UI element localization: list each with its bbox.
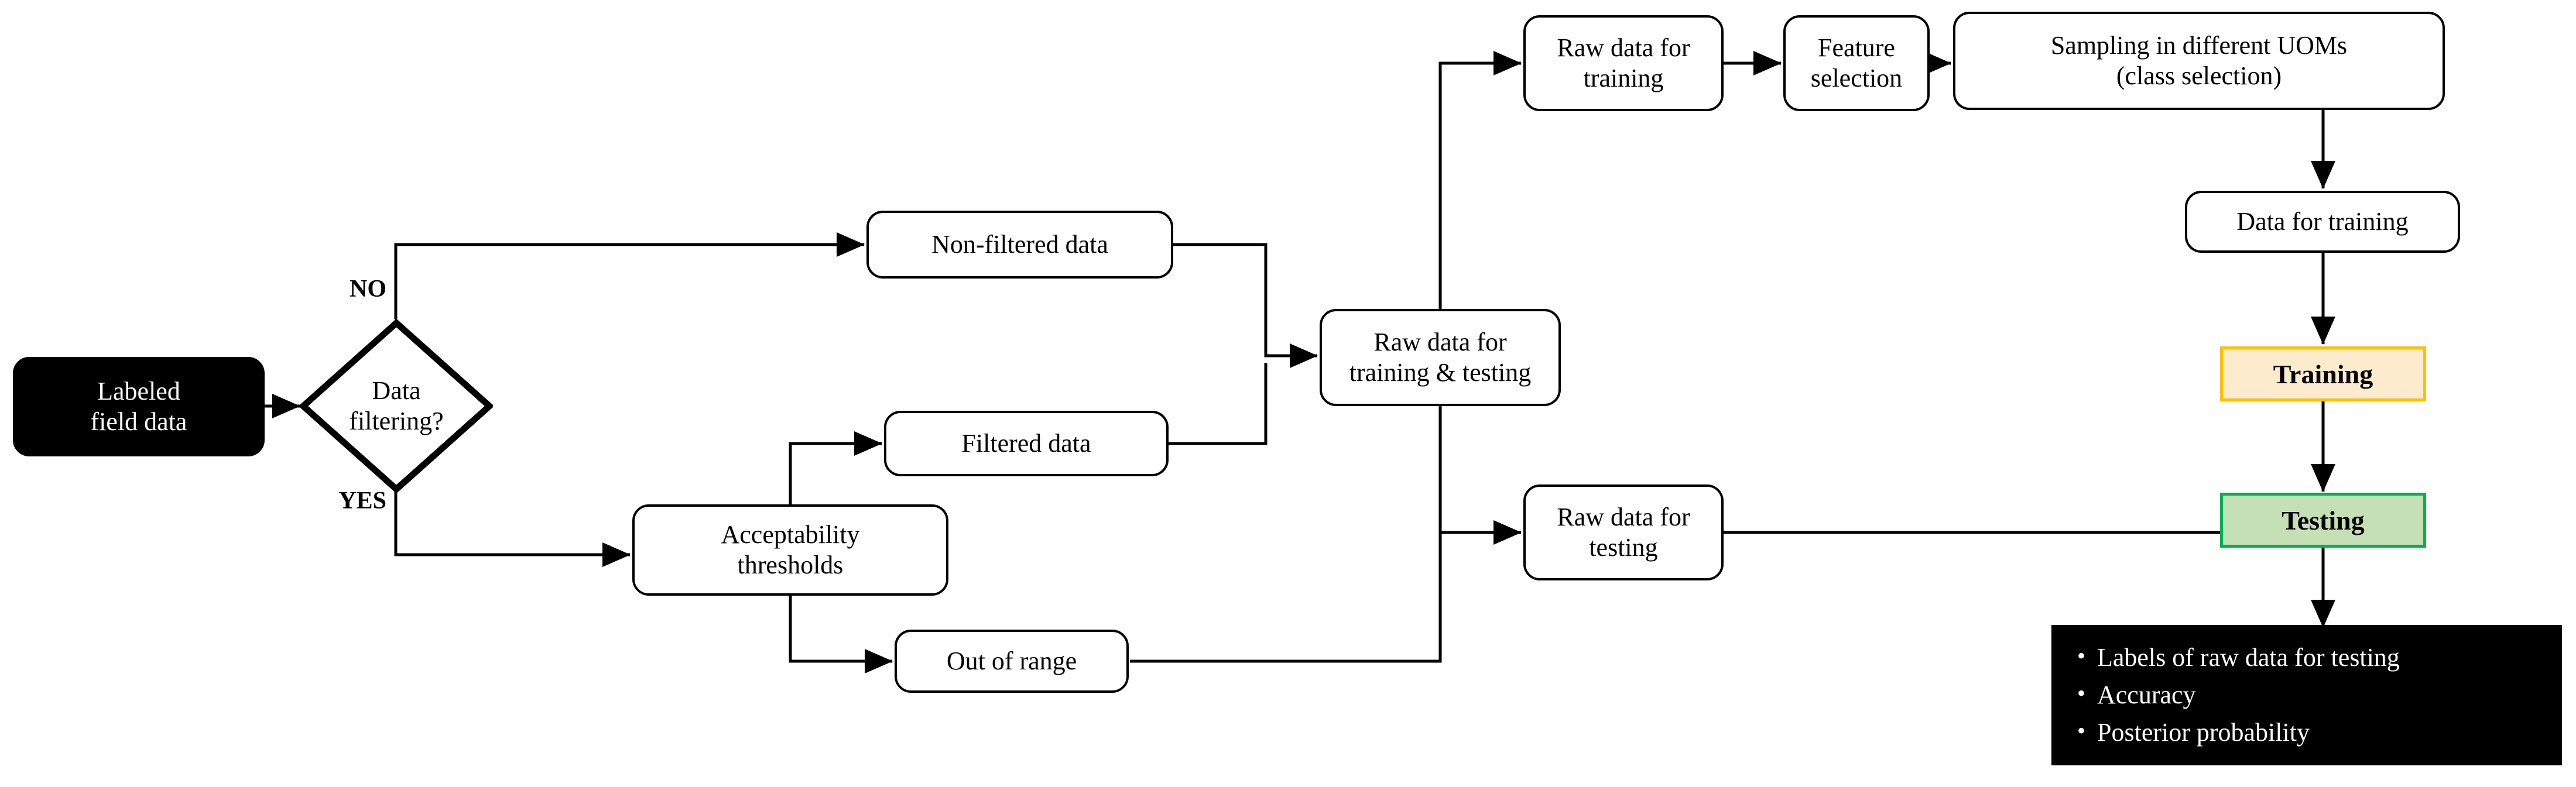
node-testing-stage[interactable]: Testing: [2220, 493, 2426, 548]
node-raw-data-for-training[interactable]: Raw data for training: [1523, 15, 1724, 111]
node-label-line-1: Raw data for: [1557, 33, 1690, 63]
node-label-line-1: Acceptability: [721, 520, 860, 549]
node-raw-data-for-training-label: Raw data for training: [1557, 33, 1690, 94]
node-label-line-1: Feature: [1818, 33, 1895, 63]
edge-rawdata-to-trainingdata: [1438, 51, 1522, 310]
results-list: Labels of raw data for testing Accuracy …: [2071, 639, 2547, 751]
node-data-filtering-label: Data filtering?: [349, 376, 443, 437]
edge-no-to-nonfiltered: [394, 232, 865, 319]
node-raw-data-for-testing-label: Raw data for testing: [1557, 502, 1690, 563]
edge-filtered-to-bus: [1169, 363, 1268, 445]
node-raw-data-training-testing[interactable]: Raw data for training & testing: [1320, 309, 1561, 406]
node-acceptability-thresholds-label: Acceptability thresholds: [721, 520, 859, 580]
node-out-of-range[interactable]: Out of range: [895, 630, 1129, 693]
node-label-line-1: Raw data for: [1557, 503, 1690, 532]
node-filtered-data[interactable]: Filtered data: [884, 411, 1169, 476]
edge-label-yes: YES: [338, 487, 386, 514]
node-label-line-1: Labeled: [97, 377, 180, 406]
node-labeled-field-data[interactable]: Labeled field data: [13, 357, 265, 456]
node-label-line-2: training: [1583, 64, 1664, 92]
node-training-stage[interactable]: Training: [2220, 346, 2426, 401]
edge-thresholds-to-outofrange: [789, 596, 893, 674]
list-item: Posterior probability: [2077, 714, 2547, 751]
node-feature-selection[interactable]: Feature selection: [1783, 15, 1930, 111]
edge-nonfiltered-to-rawdata: [1173, 243, 1318, 369]
node-labeled-field-data-label: Labeled field data: [91, 376, 187, 437]
node-results-output[interactable]: Labels of raw data for testing Accuracy …: [2051, 625, 2562, 765]
node-sampling-uoms-label: Sampling in different UOMs (class select…: [2051, 30, 2347, 91]
node-label-line-1: Sampling in different UOMs: [2050, 31, 2348, 60]
node-label-line-2: filtering?: [349, 407, 444, 435]
edge-label-no: NO: [350, 276, 386, 303]
node-label-line-2: thresholds: [737, 551, 844, 579]
diamond-shape: [300, 319, 493, 493]
node-label-line-2: training & testing: [1349, 358, 1532, 387]
node-raw-data-for-testing[interactable]: Raw data for testing: [1523, 484, 1724, 580]
node-sampling-uoms[interactable]: Sampling in different UOMs (class select…: [1953, 12, 2445, 110]
node-data-filtering-decision[interactable]: Data filtering?: [300, 319, 493, 493]
node-label-line-2: selection: [1810, 64, 1903, 92]
edge-thresholds-to-filtered: [789, 431, 883, 513]
node-label-line-2: testing: [1589, 533, 1658, 562]
node-label-line-2: (class selection): [2116, 61, 2282, 90]
node-label-line-1: Data: [372, 376, 421, 405]
list-item: Labels of raw data for testing: [2077, 639, 2547, 676]
node-non-filtered-data[interactable]: Non-filtered data: [866, 211, 1173, 279]
node-label-line-1: Raw data for: [1373, 328, 1507, 357]
node-raw-data-training-testing-label: Raw data for training & testing: [1349, 327, 1531, 388]
list-item: Accuracy: [2077, 676, 2547, 714]
edge-outofrange-to-split: [1130, 569, 1442, 663]
node-acceptability-thresholds[interactable]: Acceptability thresholds: [632, 504, 948, 596]
node-label-line-2: field data: [90, 407, 187, 436]
node-data-for-training[interactable]: Data for training: [2185, 191, 2460, 253]
node-feature-selection-label: Feature selection: [1811, 33, 1902, 94]
